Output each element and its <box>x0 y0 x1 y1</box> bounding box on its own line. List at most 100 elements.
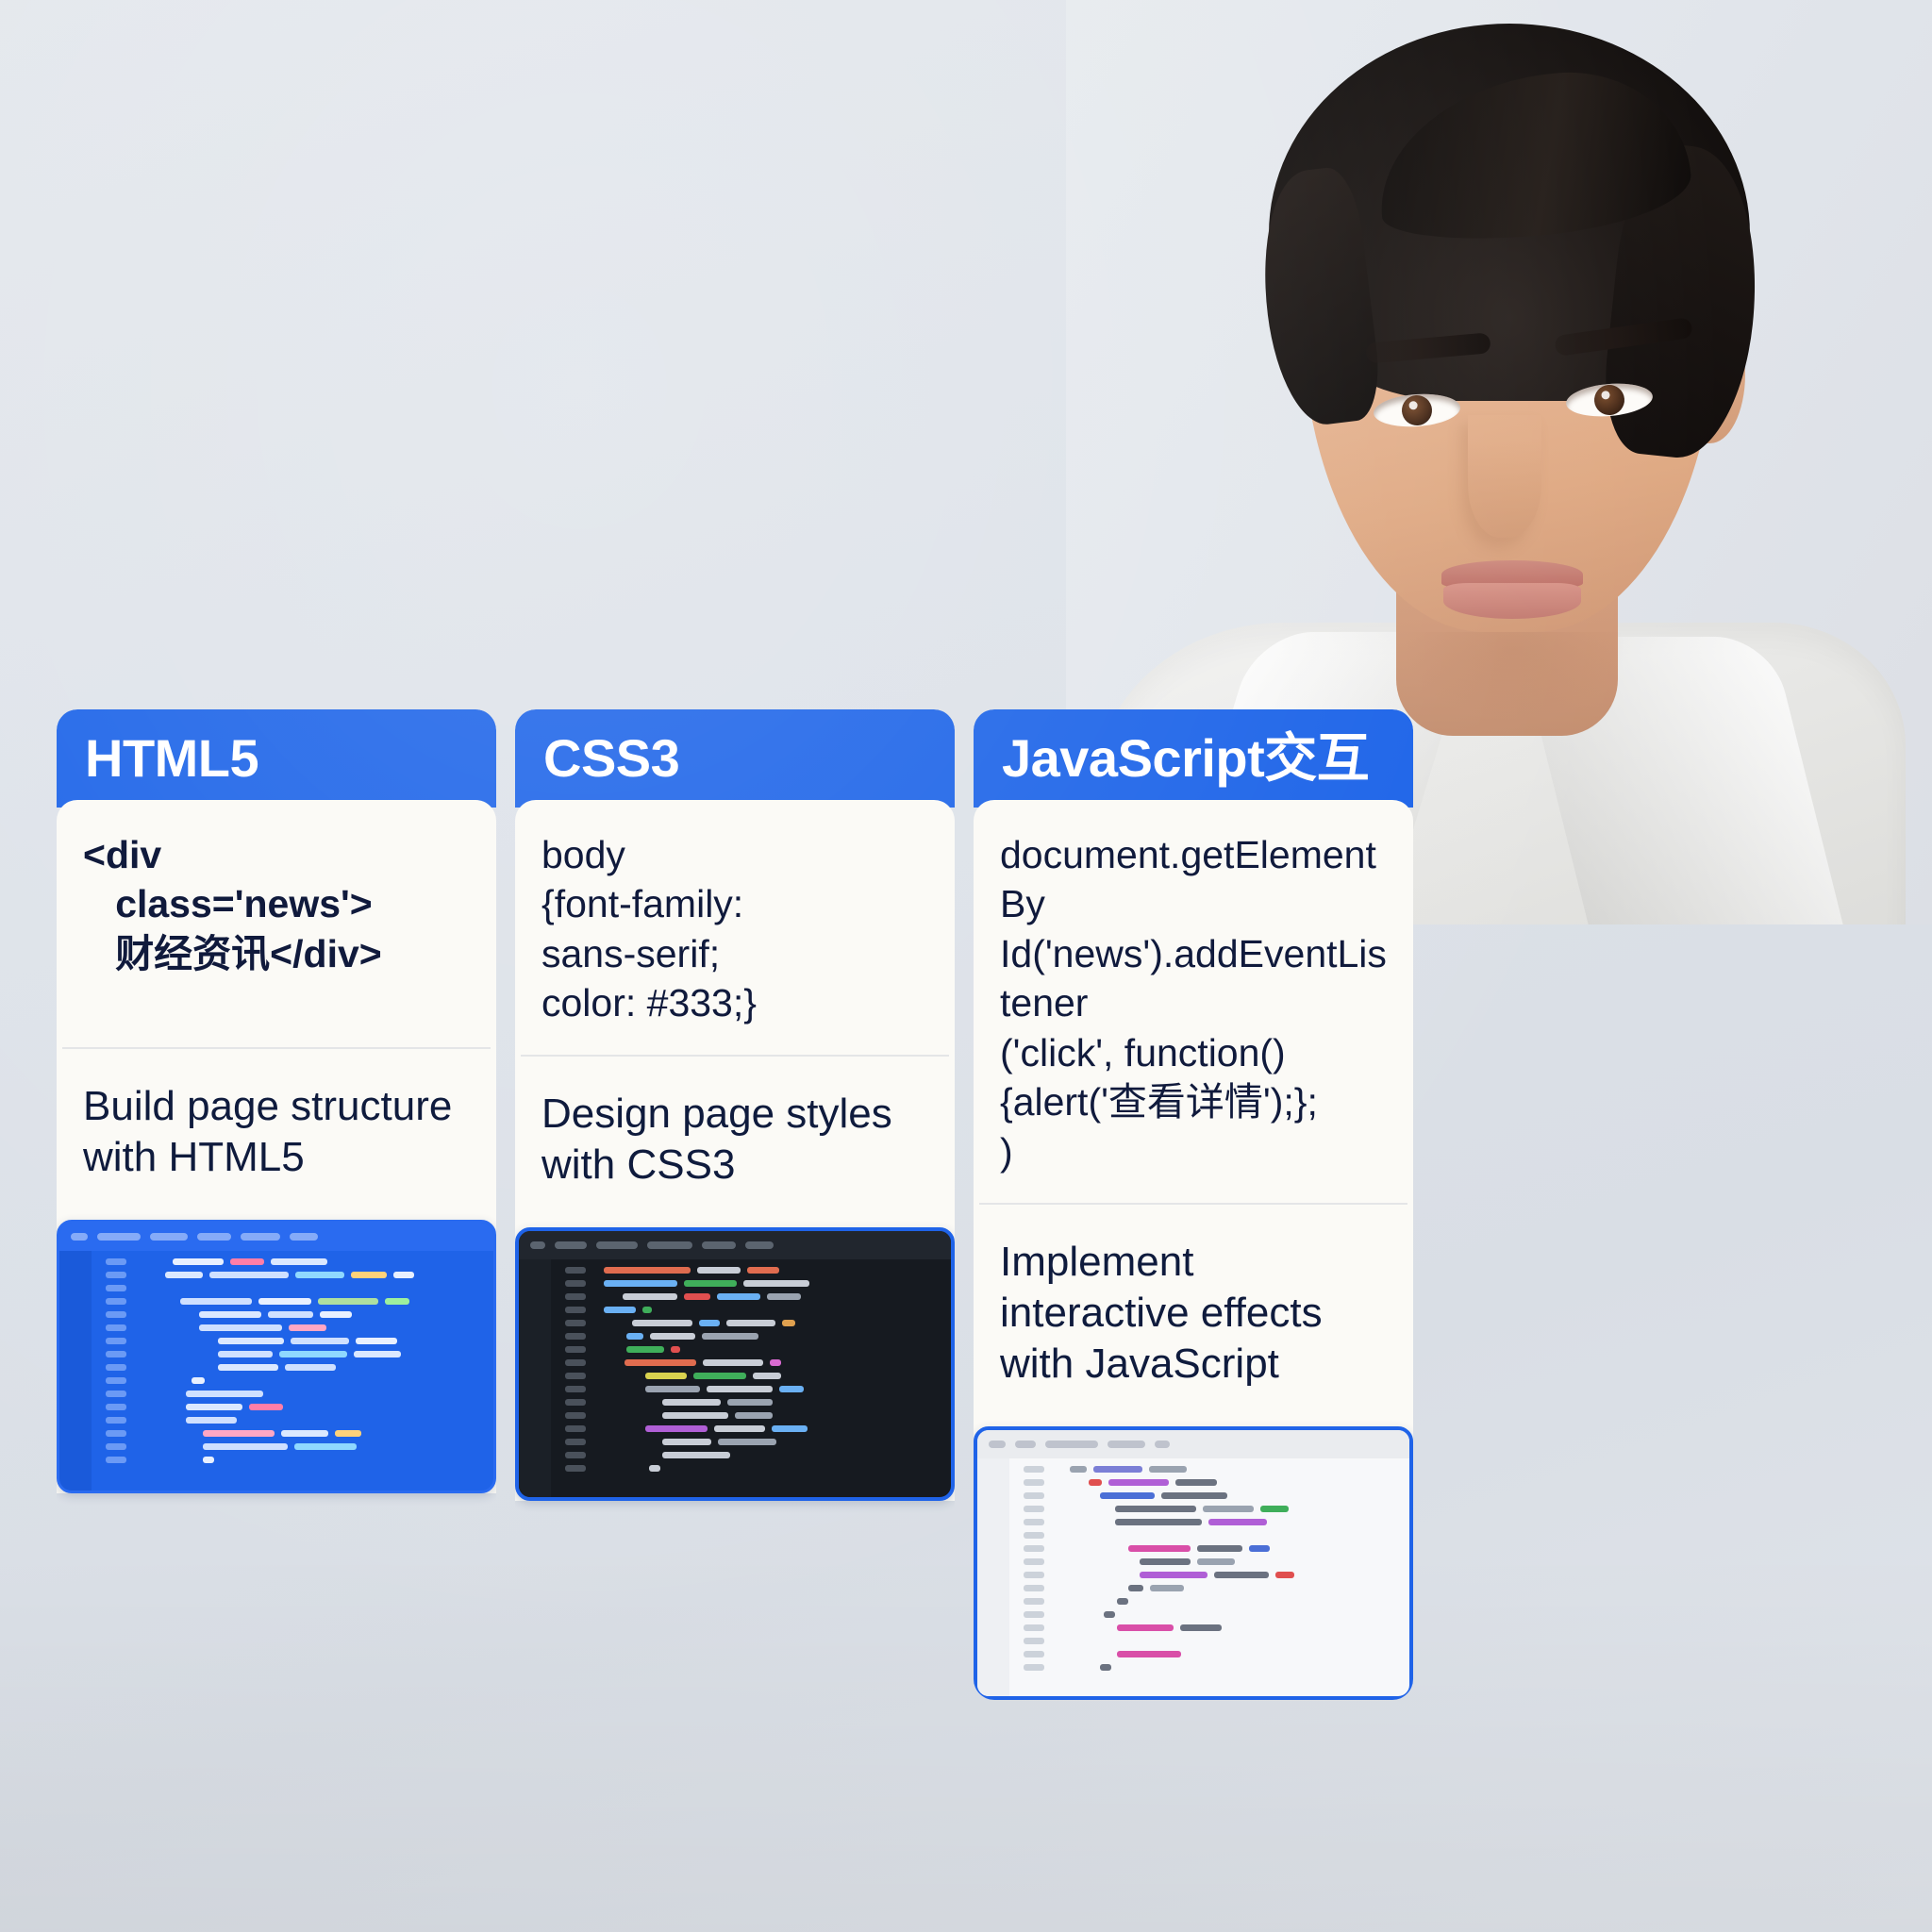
card-html5-header: HTML5 <box>57 709 496 808</box>
code-line <box>1062 1651 1400 1658</box>
code-line <box>604 1346 941 1354</box>
card-html5-title: HTML5 <box>85 728 259 788</box>
code-line <box>604 1359 941 1367</box>
card-css3[interactable]: CSS3 body {font-family: sans-serif; colo… <box>515 709 955 1700</box>
javascript-code-editor-thumbnail[interactable] <box>974 1426 1413 1701</box>
code-line <box>144 1285 484 1291</box>
line-number <box>565 1386 586 1393</box>
code-line <box>144 1430 484 1438</box>
code-line <box>144 1457 484 1464</box>
card-javascript[interactable]: JavaScript交互 document.getElementBy Id('n… <box>974 709 1413 1701</box>
line-number <box>565 1412 586 1420</box>
toolbar-chip <box>989 1441 1006 1449</box>
card-javascript-code: document.getElementBy Id('news').addEven… <box>1000 833 1387 1174</box>
toolbar-chip <box>1108 1441 1145 1449</box>
line-number <box>1024 1519 1044 1526</box>
card-javascript-description: Implement interactive effects with JavaS… <box>1000 1239 1323 1387</box>
thumbnail-editor-area <box>59 1251 493 1491</box>
code-line <box>1062 1664 1400 1672</box>
line-number <box>106 1285 126 1292</box>
code-line <box>144 1391 484 1398</box>
toolbar-chip <box>97 1233 141 1241</box>
thumbnail-editor-area <box>519 1259 951 1498</box>
code-line <box>604 1333 941 1341</box>
code-line <box>1062 1506 1400 1513</box>
toolbar-chip <box>150 1233 188 1241</box>
line-number <box>1024 1624 1044 1632</box>
thumbnail-activity-rail <box>519 1259 551 1498</box>
person-portrait <box>1066 0 1932 924</box>
tech-cards-row: HTML5 <div class='news'> 财经资讯</div> Buil… <box>57 709 1426 1701</box>
line-number <box>1024 1585 1044 1592</box>
line-number <box>106 1272 126 1279</box>
card-html5-body: <div class='news'> 财经资讯</div> Build page… <box>57 800 496 1494</box>
card-css3-body: body {font-family: sans-serif; color: #3… <box>515 800 955 1502</box>
code-line <box>144 1272 484 1279</box>
code-line <box>144 1377 484 1385</box>
thumbnail-activity-rail <box>59 1251 92 1491</box>
code-line <box>144 1417 484 1424</box>
line-number <box>1024 1558 1044 1566</box>
code-line <box>604 1425 941 1433</box>
line-number <box>1024 1611 1044 1619</box>
code-line <box>604 1267 941 1274</box>
code-line <box>604 1386 941 1393</box>
line-number <box>565 1333 586 1341</box>
line-number <box>565 1399 586 1407</box>
lower-lip <box>1443 583 1581 619</box>
code-line <box>1062 1479 1400 1487</box>
card-html5-description: Build page structure with HTML5 <box>83 1083 453 1180</box>
line-number <box>565 1425 586 1433</box>
html5-code-editor-thumbnail[interactable] <box>57 1220 496 1494</box>
thumbnail-code-lines <box>600 1259 951 1497</box>
line-number <box>1024 1492 1044 1500</box>
toolbar-chip <box>1155 1441 1170 1449</box>
line-number <box>106 1391 126 1398</box>
card-html5-code: <div class='news'> 财经资讯</div> <box>83 833 382 975</box>
iris-left <box>1400 393 1434 427</box>
line-number <box>106 1298 126 1306</box>
toolbar-chip <box>530 1241 545 1250</box>
toolbar-chip <box>1015 1441 1036 1449</box>
thumbnail-toolbar <box>977 1430 1409 1459</box>
line-number <box>106 1457 126 1464</box>
code-line <box>1062 1492 1400 1500</box>
line-number <box>106 1324 126 1332</box>
thumbnail-toolbar <box>519 1231 951 1260</box>
line-number <box>1024 1532 1044 1540</box>
code-line <box>144 1298 484 1306</box>
code-line <box>1062 1466 1400 1474</box>
line-number <box>1024 1479 1044 1487</box>
code-line <box>1062 1624 1400 1632</box>
code-line <box>604 1280 941 1288</box>
line-number <box>565 1452 586 1459</box>
css3-code-editor-thumbnail[interactable] <box>515 1227 955 1502</box>
code-line <box>1062 1519 1400 1526</box>
line-number <box>106 1417 126 1424</box>
thumbnail-activity-rail <box>977 1458 1009 1697</box>
toolbar-chip <box>241 1233 280 1241</box>
code-line <box>1062 1545 1400 1553</box>
code-line <box>1062 1638 1400 1644</box>
code-line <box>144 1443 484 1451</box>
code-line <box>604 1399 941 1407</box>
toolbar-chip <box>290 1233 318 1241</box>
code-line <box>604 1412 941 1420</box>
line-number <box>106 1377 126 1385</box>
line-number <box>106 1351 126 1358</box>
toolbar-chip <box>702 1241 736 1250</box>
line-number <box>1024 1572 1044 1579</box>
code-line <box>604 1293 941 1301</box>
code-line <box>144 1404 484 1411</box>
code-line <box>604 1307 941 1314</box>
nose <box>1468 415 1541 538</box>
code-line <box>1062 1598 1400 1606</box>
card-html5[interactable]: HTML5 <div class='news'> 财经资讯</div> Buil… <box>57 709 496 1700</box>
thumbnail-editor-area <box>977 1458 1409 1697</box>
line-number <box>1024 1466 1044 1474</box>
code-line <box>1062 1585 1400 1592</box>
card-javascript-body: document.getElementBy Id('news').addEven… <box>974 800 1413 1701</box>
card-javascript-header: JavaScript交互 <box>974 709 1413 808</box>
thumbnail-code-lines <box>1058 1458 1409 1696</box>
line-number <box>106 1364 126 1372</box>
